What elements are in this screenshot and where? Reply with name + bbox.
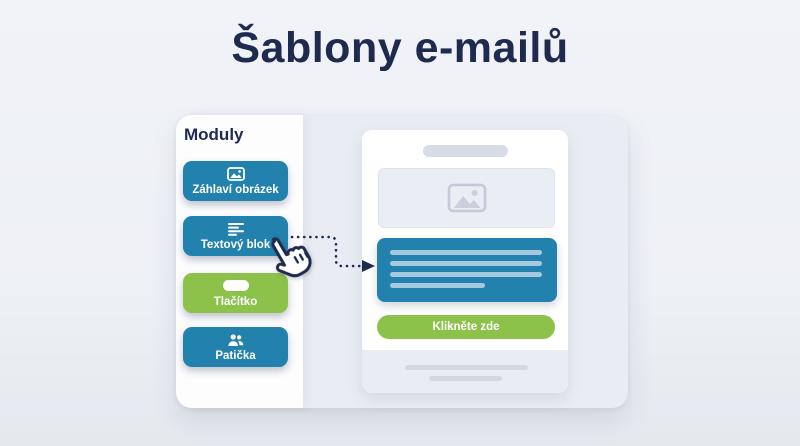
cta-button[interactable]: Klikněte zde: [377, 315, 555, 339]
footer-line: [405, 365, 528, 370]
modules-sidebar: Moduly Záhlaví obrázek: [176, 115, 303, 408]
text-lines-icon: [226, 222, 246, 236]
footer-line: [429, 376, 502, 381]
people-icon: [226, 333, 246, 347]
module-label: Tlačítko: [213, 295, 258, 308]
text-line: [390, 250, 542, 255]
image-icon: [226, 166, 245, 181]
modules-heading: Moduly: [184, 125, 244, 144]
text-line: [390, 272, 542, 277]
text-line: [390, 261, 542, 266]
module-label: Patička: [215, 349, 256, 362]
module-label: Textový blok: [200, 238, 271, 251]
footer-block[interactable]: [362, 350, 568, 393]
pill-icon: [222, 279, 249, 293]
module-header-image-button[interactable]: Záhlaví obrázek: [183, 161, 288, 201]
page-title: Šablony e-mailů: [231, 24, 569, 72]
module-text-block-button[interactable]: Textový blok: [183, 216, 288, 256]
text-block[interactable]: [377, 238, 557, 302]
text-line: [390, 283, 485, 288]
template-title-placeholder: [423, 145, 508, 157]
email-template-card: Klikněte zde: [362, 130, 568, 393]
module-label: Záhlaví obrázek: [192, 183, 279, 196]
image-placeholder-icon: [447, 183, 486, 213]
cta-label: Klikněte zde: [432, 321, 500, 333]
module-button-button[interactable]: Tlačítko: [183, 273, 288, 313]
header-image-block[interactable]: [378, 168, 555, 228]
email-builder-panel: Moduly Záhlaví obrázek: [176, 115, 628, 408]
module-footer-button[interactable]: Patička: [183, 327, 288, 367]
